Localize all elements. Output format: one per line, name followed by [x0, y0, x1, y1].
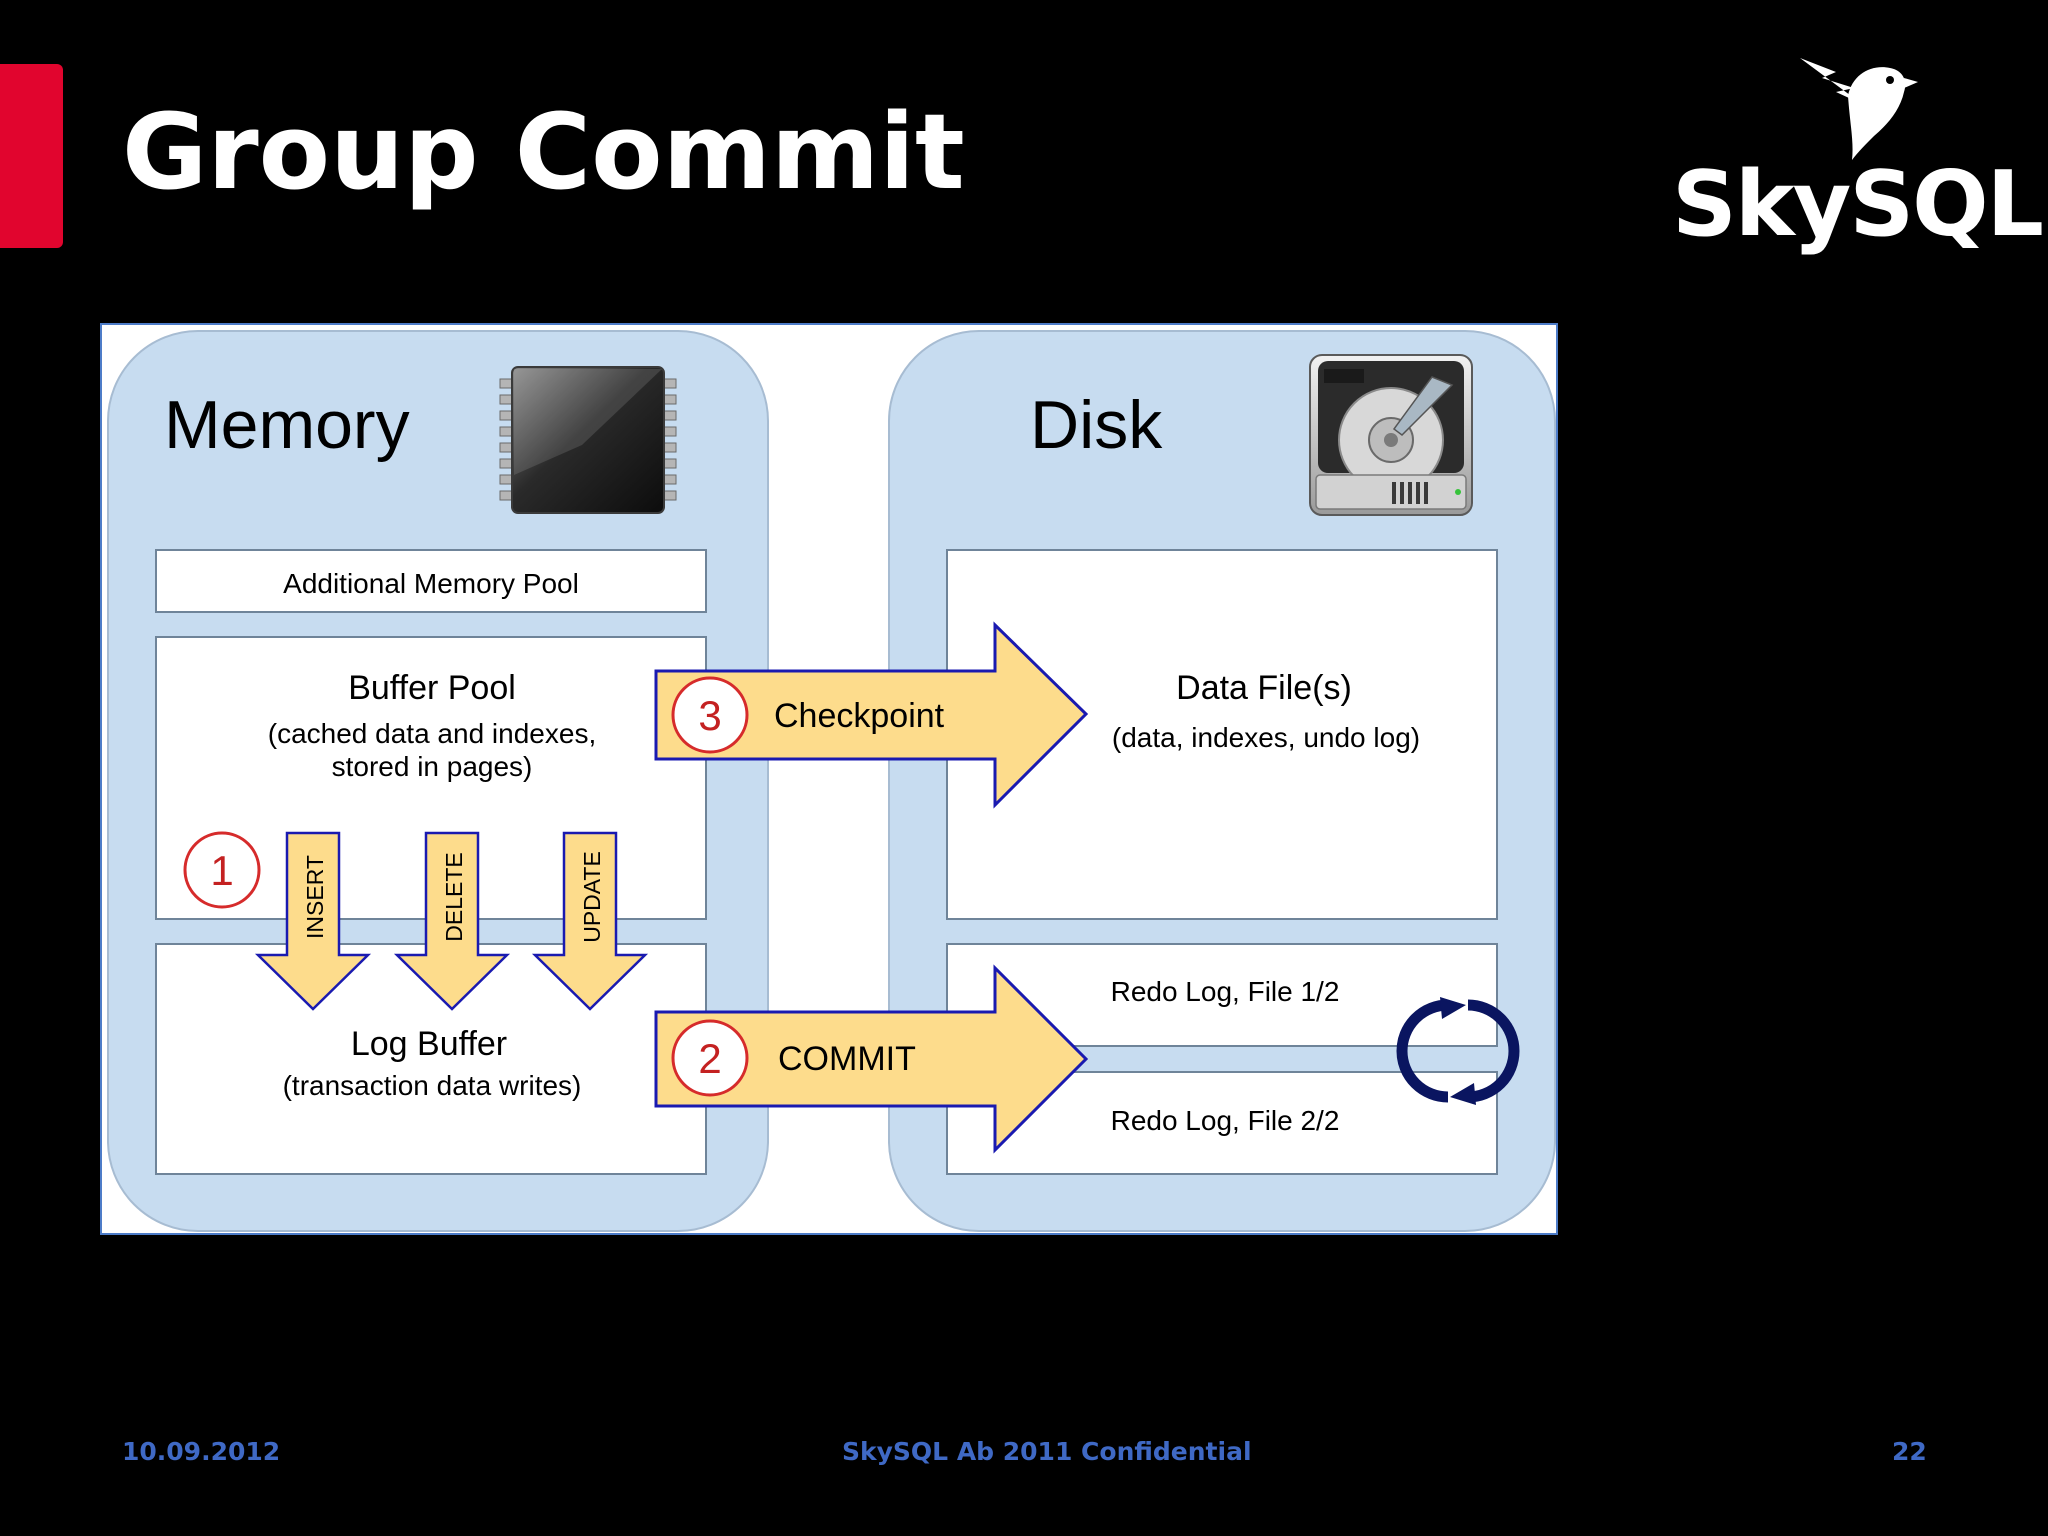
disk-title: Disk	[1030, 387, 1163, 463]
slide-title: Group Commit	[122, 91, 965, 213]
data-files-title: Data File(s)	[1176, 669, 1352, 707]
checkpoint-step-number: 3	[698, 692, 721, 739]
data-files-desc: (data, indexes, undo log)	[1112, 722, 1420, 753]
bird-icon	[1800, 58, 1918, 160]
step-1-circle: 1	[183, 831, 261, 909]
footer-page-number: 22	[1892, 1437, 1927, 1466]
logo-wordmark: SkySQL	[1672, 152, 2044, 257]
log-buffer-desc: (transaction data writes)	[283, 1070, 582, 1101]
commit-arrow: 2 COMMIT	[654, 964, 1089, 1154]
additional-memory-pool-label: Additional Memory Pool	[283, 568, 579, 599]
additional-memory-pool-box	[155, 549, 707, 613]
circular-arrows-icon	[1396, 997, 1520, 1105]
skysql-logo: SkySQL	[1672, 52, 2044, 266]
redo-log-file-2-label: Redo Log, File 2/2	[1111, 1105, 1340, 1136]
memory-title: Memory	[164, 387, 410, 463]
redo-log-file-1-label: Redo Log, File 1/2	[1111, 976, 1340, 1007]
commit-label: COMMIT	[778, 1040, 916, 1078]
delete-label: DELETE	[441, 852, 467, 941]
buffer-pool-desc-line1: (cached data and indexes,	[268, 718, 596, 749]
diagram-frame: Memory Additional Memory Pool Buff	[100, 323, 1558, 1235]
memory-panel: Memory Additional Memory Pool Buff	[107, 330, 769, 1232]
footer-confidential: SkySQL Ab 2011 Confidential	[842, 1437, 1252, 1466]
update-arrow: UPDATE	[531, 831, 649, 1011]
hard-drive-icon	[1309, 354, 1473, 516]
title-accent-bar	[0, 64, 63, 248]
log-buffer-title: Log Buffer	[351, 1025, 507, 1063]
memory-chip-icon	[499, 366, 677, 514]
checkpoint-label: Checkpoint	[774, 697, 945, 735]
delete-arrow: DELETE	[393, 831, 511, 1011]
commit-step-number: 2	[698, 1035, 721, 1082]
footer-date: 10.09.2012	[122, 1437, 281, 1466]
insert-label: INSERT	[302, 855, 328, 939]
insert-arrow: INSERT	[254, 831, 372, 1011]
buffer-pool-title: Buffer Pool	[348, 669, 516, 707]
update-label: UPDATE	[579, 851, 605, 943]
checkpoint-arrow: 3 Checkpoint	[654, 621, 1089, 809]
buffer-pool-desc-line2: stored in pages)	[332, 751, 533, 782]
step-1-number: 1	[210, 847, 233, 894]
